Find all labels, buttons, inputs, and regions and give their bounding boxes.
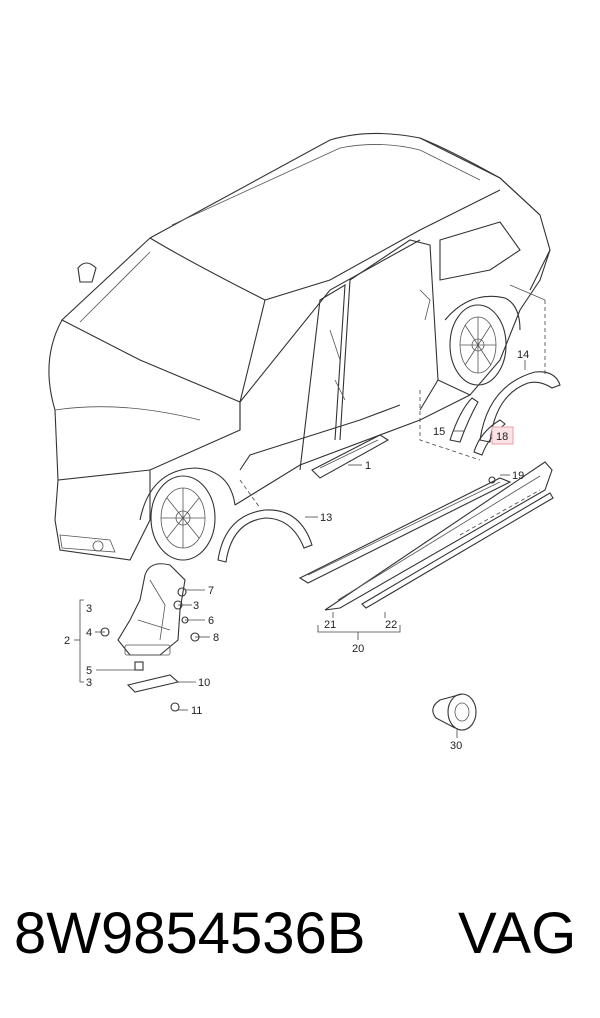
callout-30: 30	[450, 740, 462, 752]
callout-3c: 3	[86, 677, 92, 689]
callout-18: 18	[496, 431, 508, 443]
callout-5: 5	[86, 665, 92, 677]
callout-18-highlight	[491, 426, 514, 445]
callout-21: 21	[324, 619, 336, 631]
callout-19: 19	[512, 470, 524, 482]
callout-3b: 3	[193, 600, 199, 612]
brand-name: VAG	[458, 901, 577, 966]
parts-drawing	[100, 300, 561, 731]
callout-3a: 3	[86, 603, 92, 615]
leader-lines	[74, 360, 526, 738]
parts-diagram: 1 2 3 3 3 4 5 6 7 8 10 11 13 14 15 18 19…	[48, 132, 561, 752]
callout-13: 13	[320, 512, 332, 524]
callout-22: 22	[385, 619, 397, 631]
callout-6: 6	[208, 615, 214, 627]
car-body-drawing	[48, 132, 551, 561]
callout-8: 8	[213, 632, 219, 644]
callout-7: 7	[208, 585, 214, 597]
callout-15: 15	[433, 426, 445, 438]
callout-1: 1	[365, 460, 371, 472]
callout-14: 14	[517, 349, 529, 361]
part-number: 8W9854536B	[14, 901, 366, 966]
callout-11: 11	[191, 705, 202, 717]
callout-20: 20	[352, 643, 364, 655]
callout-labels: 1 2 3 3 3 4 5 6 7 8 10 11 13 14 15 18 19…	[64, 349, 529, 752]
callout-2: 2	[64, 635, 70, 647]
callout-10: 10	[198, 677, 210, 689]
callout-4: 4	[86, 627, 92, 639]
